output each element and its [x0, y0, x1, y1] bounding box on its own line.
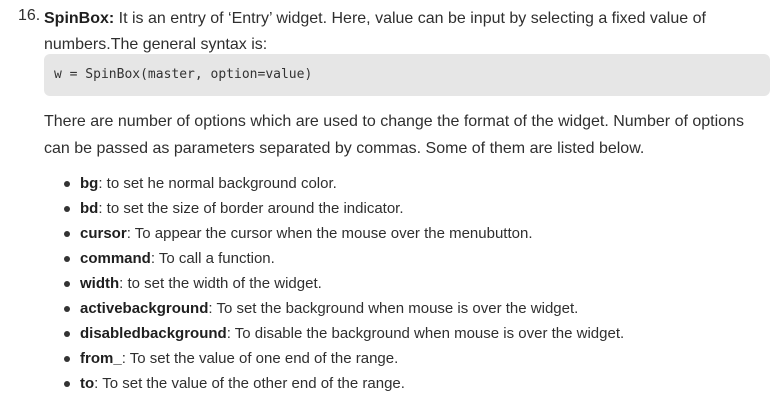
option-description: : To set the value of the other end of t… [94, 375, 405, 392]
list-item: command: To call a function. [44, 246, 764, 271]
list-item: cursor: To appear the cursor when the mo… [44, 221, 764, 246]
options-paragraph: There are number of options which are us… [44, 113, 744, 157]
option-term: bd [80, 200, 99, 217]
bullet-icon [64, 206, 70, 212]
list-item: bg: to set he normal background color. [44, 171, 764, 196]
spinbox-description: It is an entry of ‘Entry’ widget. Here, … [44, 10, 706, 53]
option-term: from_ [80, 350, 122, 367]
bullet-icon [64, 331, 70, 337]
option-description: : To appear the cursor when the mouse ov… [126, 225, 533, 242]
bullet-icon [64, 181, 70, 187]
list-item: from_: To set the value of one end of th… [44, 346, 764, 371]
option-description: : To call a function. [150, 250, 275, 267]
list-item: activebackground: To set the background … [44, 296, 764, 321]
bullet-icon [64, 381, 70, 387]
option-description: : to set he normal background color. [98, 175, 337, 192]
list-item: disabledbackground: To disable the backg… [44, 321, 764, 346]
option-description: : To set the value of one end of the ran… [121, 350, 399, 367]
list-item-number: 16. [18, 7, 41, 24]
spinbox-intro: SpinBox: It is an entry of ‘Entry’ widge… [44, 6, 764, 58]
option-term: width [80, 275, 120, 292]
option-term: to [80, 375, 95, 392]
bullet-icon [64, 356, 70, 362]
list-item: to: To set the value of the other end of… [44, 371, 764, 396]
code-block: w = SpinBox(master, option=value) [44, 54, 770, 96]
option-term: command [80, 250, 151, 267]
bullet-icon [64, 256, 70, 262]
option-term: disabledbackground [80, 325, 227, 342]
option-description: : to set the size of border around the i… [98, 200, 404, 217]
options-list: bg: to set he normal background color. b… [44, 171, 764, 396]
bullet-icon [64, 231, 70, 237]
option-description: : To disable the background when mouse i… [226, 325, 625, 342]
list-item: bd: to set the size of border around the… [44, 196, 764, 221]
option-term: bg [80, 175, 99, 192]
bullet-icon [64, 306, 70, 312]
option-term: activebackground [80, 300, 209, 317]
list-item: width: to set the width of the widget. [44, 271, 764, 296]
spinbox-title: SpinBox: [44, 10, 115, 27]
option-description: : To set the background when mouse is ov… [208, 300, 579, 317]
option-term: cursor [80, 225, 127, 242]
option-description: : to set the width of the widget. [119, 275, 322, 292]
bullet-icon [64, 281, 70, 287]
